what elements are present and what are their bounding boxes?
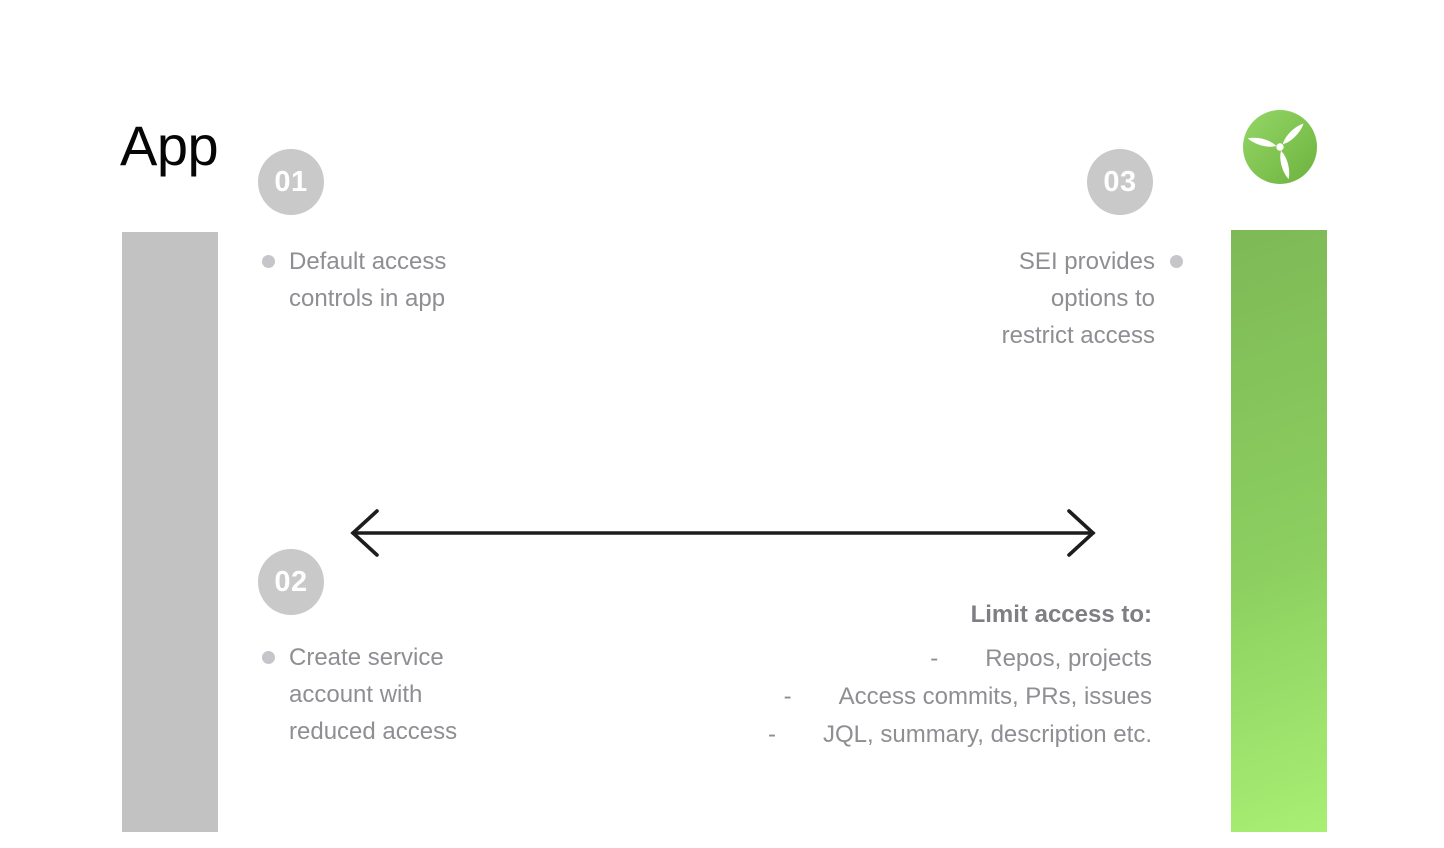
right-green-bar — [1231, 230, 1327, 832]
limit-access-heading: Limit access to: — [970, 601, 1152, 628]
step-number: 01 — [274, 165, 308, 198]
step-badge-03: 03 — [1087, 149, 1153, 215]
step-2-line: reduced access — [289, 718, 458, 745]
step-1-line: Default access — [289, 248, 447, 275]
step-2-line: account with — [289, 681, 423, 708]
wind-turbine-logo-icon — [1243, 110, 1317, 184]
bullet-icon — [1170, 255, 1183, 268]
step-badge-02: 02 — [258, 549, 324, 615]
limit-access-block: Limit access to: - Repos, projects - Acc… — [600, 601, 1152, 754]
limit-item-text: Access commits, PRs, issues — [838, 683, 1152, 710]
dash-marker: - — [930, 645, 939, 672]
dash-marker: - — [768, 721, 776, 748]
step-number: 03 — [1103, 165, 1137, 198]
limit-item: - Access commits, PRs, issues — [600, 678, 1152, 716]
page-title: App — [120, 114, 219, 177]
bullet-icon — [262, 255, 275, 268]
limit-item-text: Repos, projects — [985, 645, 1152, 672]
limit-item: - Repos, projects — [600, 640, 1152, 678]
step-badge-01: 01 — [258, 149, 324, 215]
dash-marker: - — [783, 683, 792, 710]
step-3-line: SEI provides — [1018, 248, 1155, 275]
left-gray-bar — [122, 232, 218, 832]
step-2-line: Create service — [289, 644, 444, 671]
step-2-text: Create service account with reduced acce… — [262, 639, 457, 750]
step-1-line: controls in app — [289, 285, 446, 312]
limit-item: - JQL, summary, description etc. — [600, 716, 1152, 754]
step-3-line: restrict access — [1001, 322, 1155, 349]
bullet-icon — [262, 651, 275, 664]
limit-item-text: JQL, summary, description etc. — [823, 721, 1152, 748]
double-headed-arrow — [350, 509, 1096, 557]
step-3-line: options to — [1050, 285, 1155, 312]
step-3-text: SEI provides options to restrict access — [872, 243, 1183, 354]
step-number: 02 — [274, 565, 308, 598]
step-1-text: Default access controls in app — [262, 243, 446, 317]
